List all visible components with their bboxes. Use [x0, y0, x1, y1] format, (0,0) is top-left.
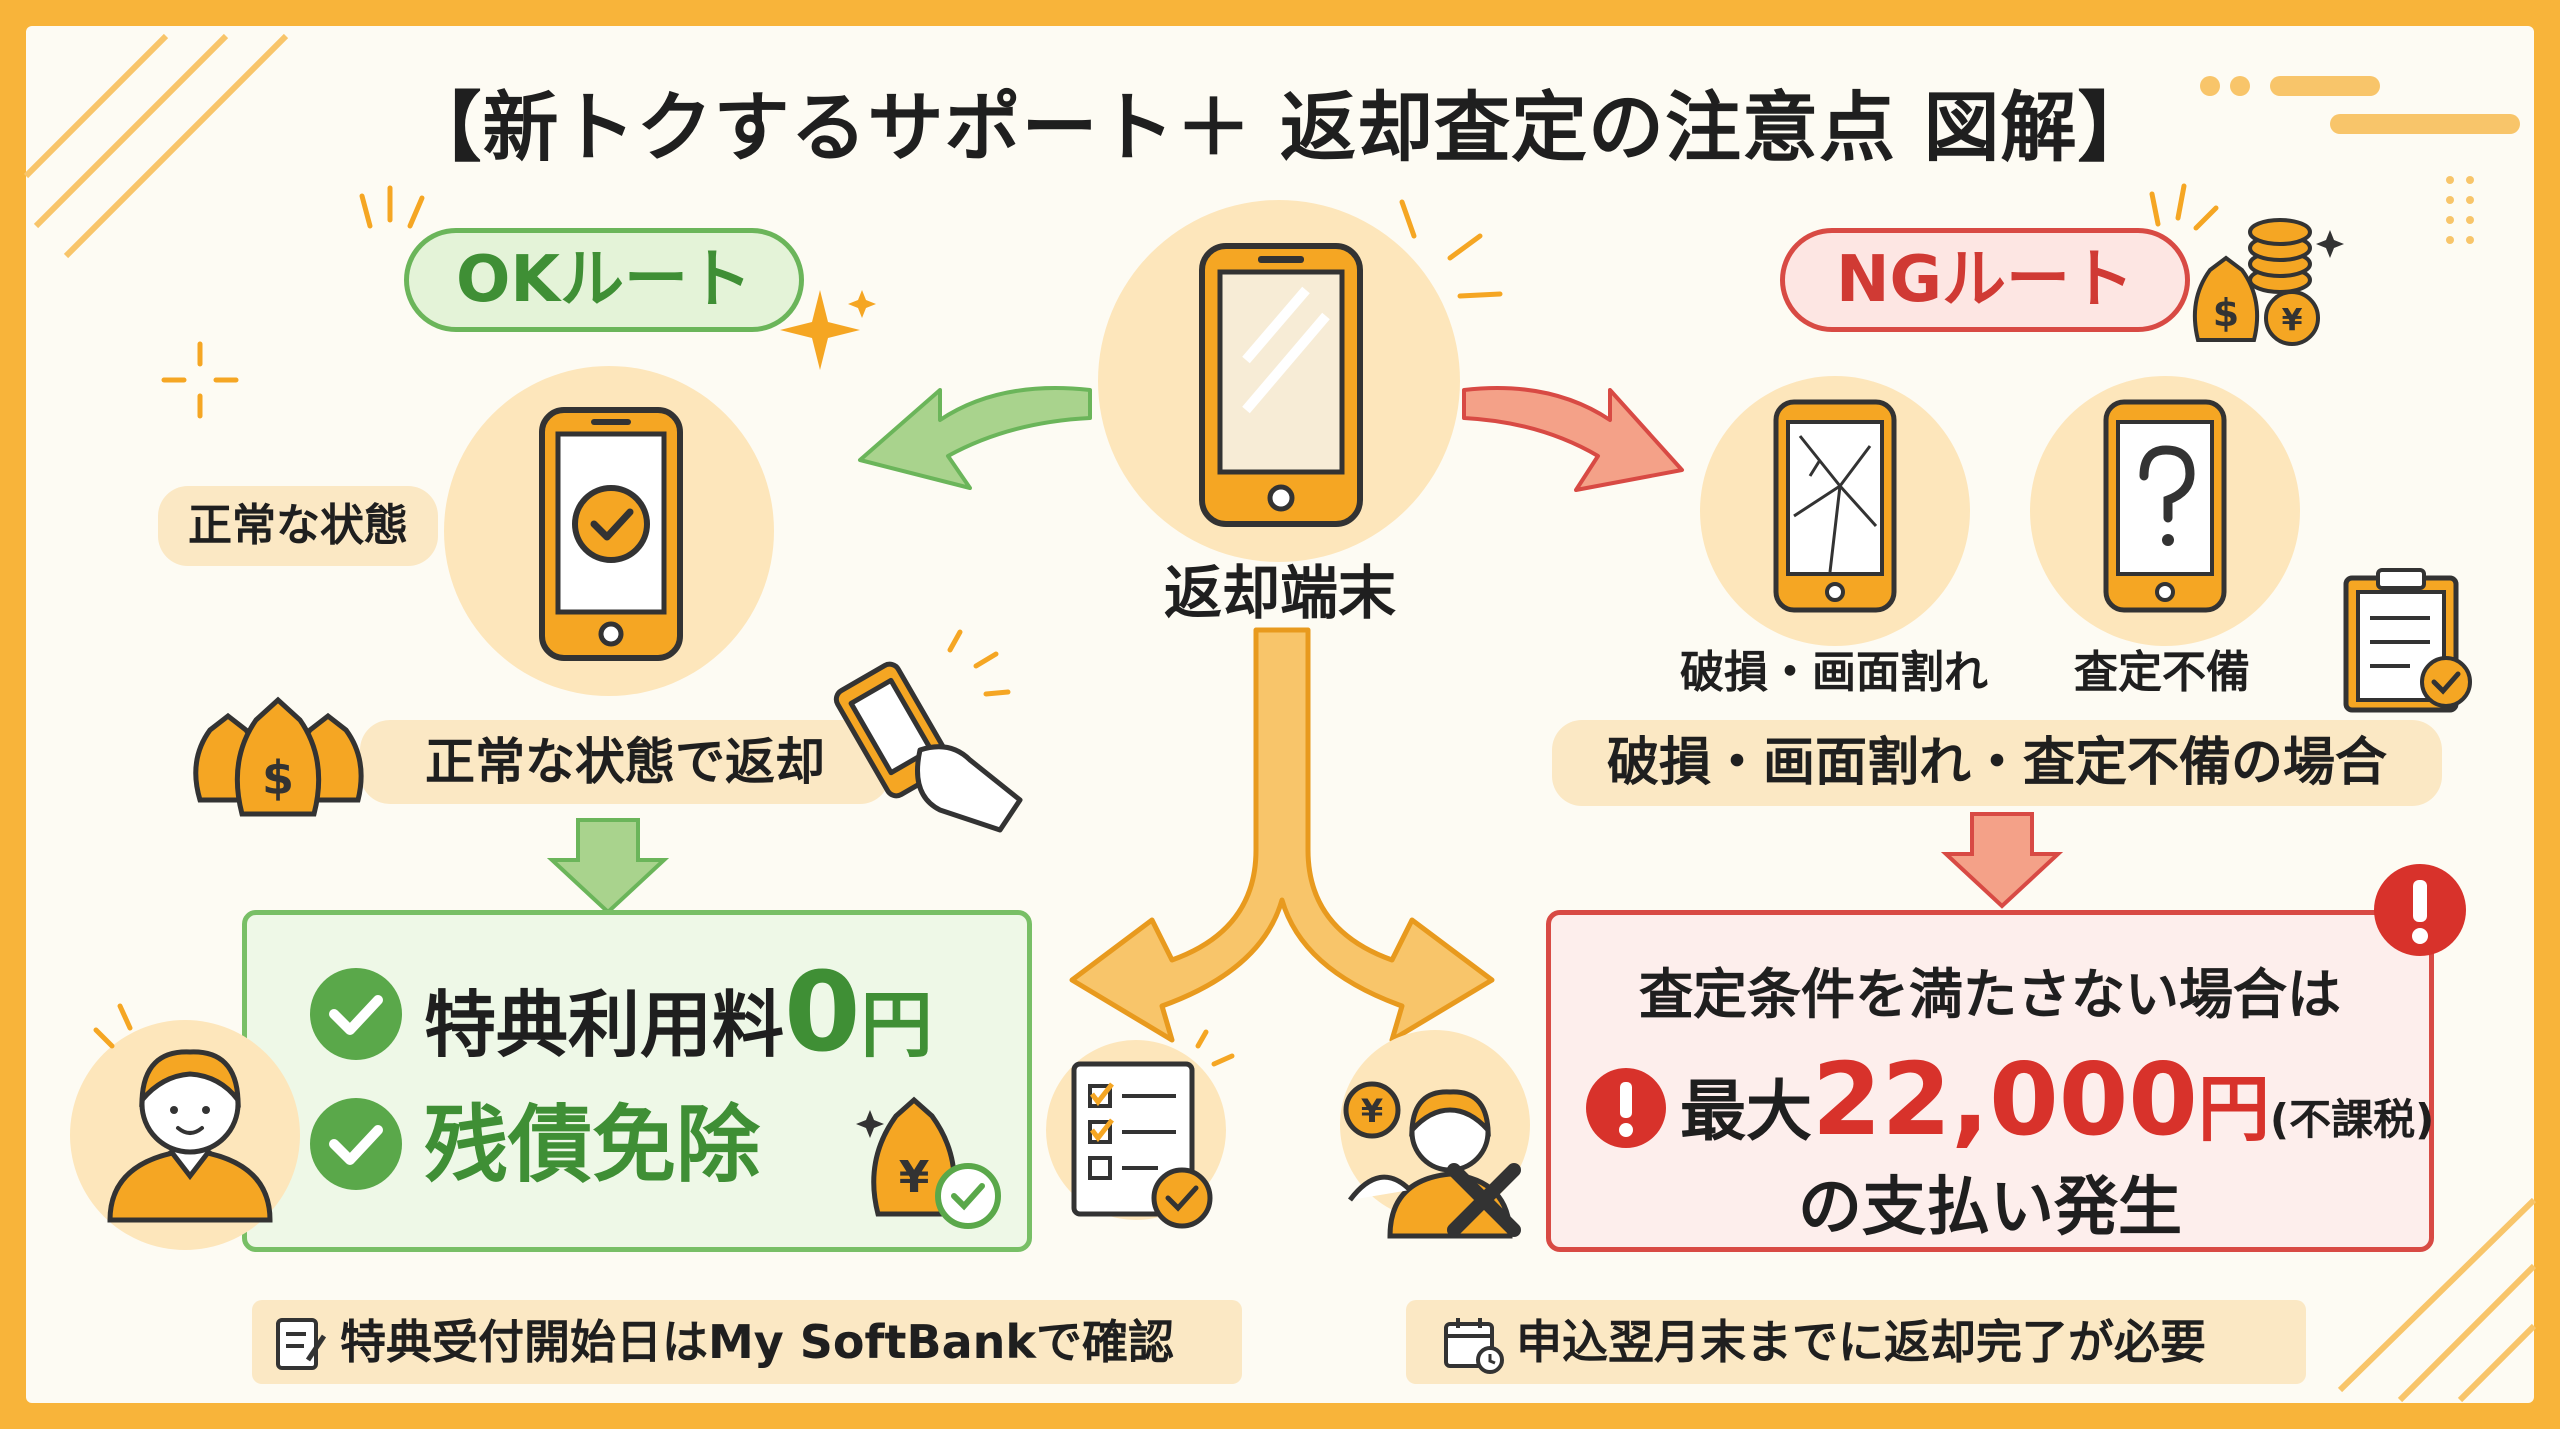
normal-return-tag: 正常な状態で返却: [360, 720, 890, 804]
ng-condition-tag: 破損・画面割れ・査定不備の場合: [1552, 720, 2442, 806]
person-icon: [93, 1003, 273, 1223]
svg-text:$: $: [2213, 291, 2239, 335]
damage-label: 破損・画面割れ: [1680, 647, 1988, 698]
alert-icon: [2374, 864, 2466, 956]
question-phone-icon: [2103, 399, 2227, 613]
return-device-label: 返却端末: [1163, 559, 1396, 627]
ng-payment-box: [1546, 910, 2434, 1252]
coins-icon: $ ¥: [2192, 218, 2344, 346]
plus-sparkle-icon: [161, 341, 239, 419]
ok-route-pill: OKルート: [404, 228, 804, 332]
ng-curved-arrow: [1462, 386, 1684, 492]
checklist-icon: [1071, 1029, 1235, 1229]
max-unit: 円: [2197, 1067, 2270, 1151]
debt-waiver-text: 残債免除: [424, 1096, 761, 1194]
svg-text:¥: ¥: [1361, 1092, 1383, 1130]
ng-box-line-1: 査定条件を満たさない場合は: [1639, 963, 2341, 1026]
cross-icon: [1447, 1163, 1521, 1237]
money-bag-icon: $: [193, 696, 364, 817]
ok-curved-arrow: [858, 386, 1092, 490]
benefit-fee-label: 特典利用料: [424, 983, 785, 1067]
phone-icon: [1199, 243, 1363, 527]
check-circle-icon: [310, 968, 402, 1060]
tax-note: (不課税): [2269, 1095, 2435, 1144]
corner-stripes-top-left: [23, 33, 289, 259]
ng-sparkle-icon: [2149, 183, 2219, 231]
decor-dots-top-right: [2200, 76, 2520, 244]
broken-phone-icon: [1773, 399, 1897, 613]
hand-phone-icon: [833, 629, 1023, 833]
svg-text:¥: ¥: [2282, 303, 2303, 338]
benefit-fee-number: 0: [784, 948, 861, 1076]
fork-arrow: [1069, 627, 1495, 1043]
corner-stripes-bottom-right: [2337, 1197, 2537, 1403]
benefit-fee-unit: 円: [860, 983, 933, 1067]
page-title: 【新トクするサポート＋ 返却査定の注意点 図解】: [405, 83, 2155, 172]
ng-note-text: 申込翌月末までに返却完了が必要: [1516, 1315, 2206, 1369]
max-prefix: 最大: [1680, 1073, 1812, 1150]
ok-down-arrow: [546, 818, 670, 915]
check-circle-icon: [310, 1098, 402, 1190]
star-sparkle-icon: [780, 290, 876, 370]
clipboard-icon: [2343, 568, 2472, 713]
ok-note: 特典受付開始日はMy SoftBankで確認: [252, 1300, 1242, 1384]
sparkle-icon: [359, 185, 425, 229]
alert-icon: [1586, 1068, 1666, 1148]
svg-text:$: $: [262, 751, 294, 805]
ok-note-text: 特典受付開始日はMy SoftBankで確認: [340, 1315, 1174, 1369]
normal-state-tag: 正常な状態: [158, 486, 438, 566]
ng-down-arrow: [1940, 812, 2064, 909]
calendar-icon: [1444, 1318, 1504, 1374]
benefit-fee-text: 特典利用料0円: [424, 957, 933, 1075]
ng-note: 申込翌月末までに返却完了が必要: [1406, 1300, 2306, 1384]
ng-box-amount-line: 最大22,000円(不課税): [1680, 1040, 2434, 1180]
phone-icon: [539, 407, 683, 661]
memo-icon: [276, 1318, 327, 1370]
max-amount: 22,000: [1812, 1041, 2198, 1158]
yen-bag-icon: ¥: [856, 1096, 1001, 1229]
ng-route-pill: NGルート: [1780, 228, 2190, 332]
svg-text:¥: ¥: [899, 1152, 930, 1203]
assessment-deficiency-label: 査定不備: [2074, 647, 2250, 698]
ng-box-line-3: の支払い発生: [1798, 1171, 2182, 1245]
center-sparkle-icon: [1399, 199, 1503, 299]
